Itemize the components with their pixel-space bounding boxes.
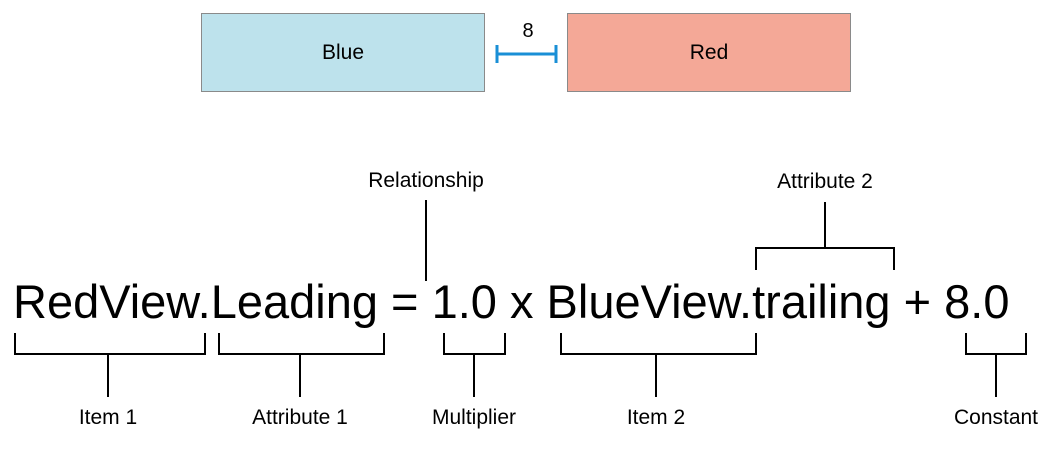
constant-bracket (965, 333, 1027, 397)
multiplier-label: Multiplier (431, 406, 517, 429)
relationship-label: Relationship (368, 169, 484, 192)
equation-plus: + (890, 275, 945, 328)
item2-bracket (560, 333, 757, 397)
equation-constant: 8.0 (944, 275, 1010, 328)
attribute2-label: Attribute 2 (777, 170, 873, 193)
equation-item1: RedView (13, 275, 198, 328)
spacing-value: 8 (522, 20, 534, 42)
item1-label: Item 1 (78, 406, 138, 429)
attribute2-bracket (755, 202, 895, 270)
blue-view-box: Blue (201, 13, 485, 92)
item2-label: Item 2 (626, 406, 686, 429)
equation-attribute1: Leading (210, 275, 378, 328)
multiplier-bracket (443, 333, 506, 397)
equation-relation: = (378, 275, 432, 328)
spacing-indicator (495, 45, 558, 63)
constraint-equation: RedView.Leading = 1.0 x BlueView.trailin… (13, 272, 1009, 332)
red-view-label: Red (689, 40, 729, 64)
red-view-box: Red (567, 13, 851, 92)
item1-bracket (14, 333, 206, 397)
equation-attribute2: trailing (752, 275, 891, 328)
attribute1-label: Attribute 1 (252, 406, 348, 429)
equation-dot2: . (739, 275, 753, 328)
blue-view-label: Blue (321, 40, 365, 64)
equation-item2: BlueView (546, 275, 740, 328)
equation-dot1: . (197, 275, 211, 328)
equation-times: x (496, 275, 547, 328)
constant-label: Constant (953, 406, 1039, 429)
attribute1-bracket (218, 333, 385, 397)
equation-multiplier: 1.0 (431, 275, 497, 328)
